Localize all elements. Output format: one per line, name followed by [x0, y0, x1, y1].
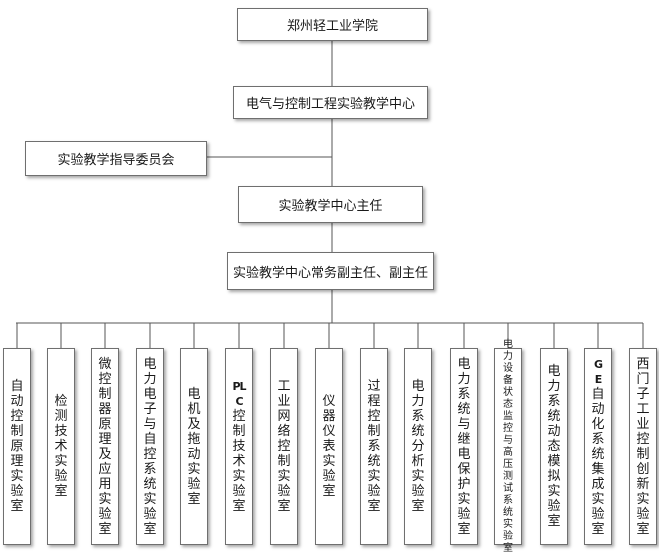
lab-label-8: 仪器仪表实验室	[322, 394, 336, 499]
committee-label: 实验教学指导委员会	[57, 153, 175, 168]
lab-label-15: 西门子工业控制创新实验室	[636, 356, 650, 537]
director-label: 实验教学中心主任	[278, 199, 383, 214]
lab-box-10: 电力系统分析实验室	[404, 348, 432, 545]
center-box: 电气与控制工程实验教学中心	[233, 86, 428, 119]
lab-label-11: 电力系统与继电保护实验室	[457, 356, 471, 537]
lab-box-4: 电力电子与自控系统实验室	[136, 348, 164, 545]
lab-box-8: 仪器仪表实验室	[315, 348, 343, 545]
lab-label-1: 自动控制原理实验室	[10, 379, 24, 514]
lab-label-3: 微控制器原理及应用实验室	[98, 356, 112, 537]
lab-label-9: 过程控制系统实验室	[367, 379, 381, 514]
lab-box-5: 电机及拖动实验室	[180, 348, 208, 545]
lab-box-13: 电力系统动态模拟实验室	[540, 348, 568, 545]
lab-box-15: 西门子工业控制创新实验室	[629, 348, 657, 545]
lab-box-7: 工业网络控制实验室	[270, 348, 298, 545]
lab-label-10: 电力系统分析实验室	[411, 379, 425, 514]
committee-box: 实验教学指导委员会	[25, 141, 207, 176]
lab-box-11: 电力系统与继电保护实验室	[450, 348, 478, 545]
deputy-box: 实验教学中心常务副主任、副主任	[227, 252, 434, 290]
center-label: 电气与控制工程实验教学中心	[245, 97, 415, 112]
lab-label-5: 电机及拖动实验室	[187, 386, 201, 507]
lab-label-2: 检测技术实验室	[54, 394, 68, 499]
lab-box-9: 过程控制系统实验室	[360, 348, 388, 545]
lab-box-12: 电力设备状态监控与高压测试系统实验室	[494, 339, 522, 554]
university-box: 郑州轻工业学院	[237, 8, 428, 41]
university-label: 郑州轻工业学院	[286, 19, 378, 34]
lab-box-2: 检测技术实验室	[47, 348, 75, 545]
lab-label-13: 电力系统动态模拟实验室	[547, 364, 561, 529]
lab-box-1: 自动控制原理实验室	[3, 348, 31, 545]
director-box: 实验教学中心主任	[238, 186, 423, 223]
deputy-label: 实验教学中心常务副主任、副主任	[232, 265, 428, 281]
lab-label-12: 电力设备状态监控与高压测试系统实验室	[503, 338, 513, 554]
lab-box-3: 微控制器原理及应用实验室	[91, 348, 119, 545]
lab-label-4: 电力电子与自控系统实验室	[143, 356, 157, 537]
lab-label-7: 工业网络控制实验室	[277, 379, 291, 514]
